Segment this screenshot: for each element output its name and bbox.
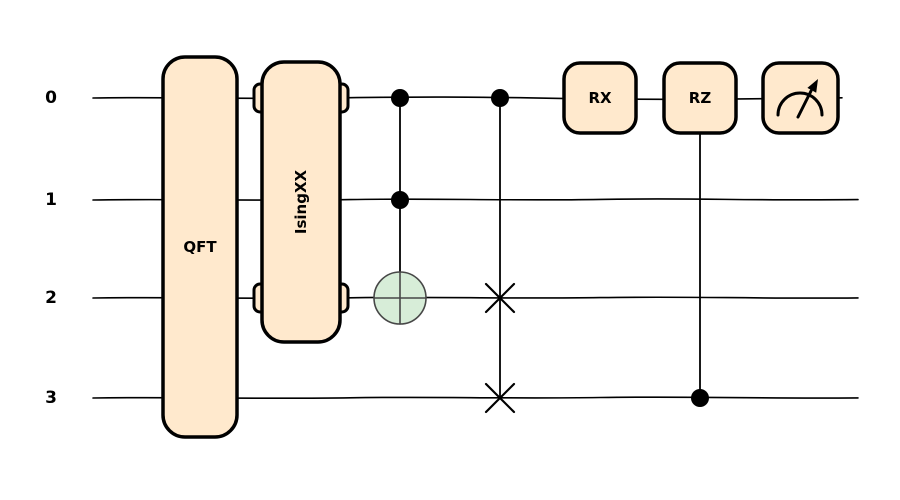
qft-label: QFT	[183, 238, 217, 256]
cswap-control-dot-wire0	[491, 89, 509, 107]
control-dot-wire1	[391, 191, 409, 209]
wire-label-0: 0	[45, 88, 57, 108]
connectors	[399, 97, 701, 399]
measurement-needle	[796, 89, 813, 119]
control-dot-wire0	[391, 89, 409, 107]
rx-label: RX	[588, 89, 612, 107]
swap-cross-icon-wire2	[484, 282, 516, 314]
measurement-arc	[776, 91, 824, 117]
gate-toffoli	[373, 89, 427, 325]
qft-box	[161, 55, 239, 439]
gate-crz: RZ	[662, 61, 738, 407]
measurement-icon	[776, 79, 824, 119]
rz-box	[662, 61, 738, 135]
wire-label-1: 1	[45, 190, 57, 210]
isingxx-label: IsingXX	[292, 169, 310, 234]
isingxx-box	[260, 60, 342, 344]
toffoli-target-icon	[373, 271, 427, 325]
gate-cswap	[484, 89, 516, 414]
crz-control-dot-wire3	[691, 389, 709, 407]
rx-box	[562, 61, 638, 135]
wire-label-3: 3	[45, 388, 57, 408]
wire-label-2: 2	[45, 288, 57, 308]
swap-cross-icon-wire3	[484, 382, 516, 414]
wire-labels: 0 1 2 3	[45, 88, 57, 408]
measurement-box	[761, 61, 840, 135]
gate-isingxx: IsingXX	[252, 60, 350, 344]
gate-qft: QFT	[161, 55, 239, 439]
rz-label: RZ	[689, 89, 712, 107]
gate-rx: RX	[562, 61, 638, 135]
measurement-needle-head	[807, 79, 818, 93]
gate-measurement	[761, 61, 840, 135]
